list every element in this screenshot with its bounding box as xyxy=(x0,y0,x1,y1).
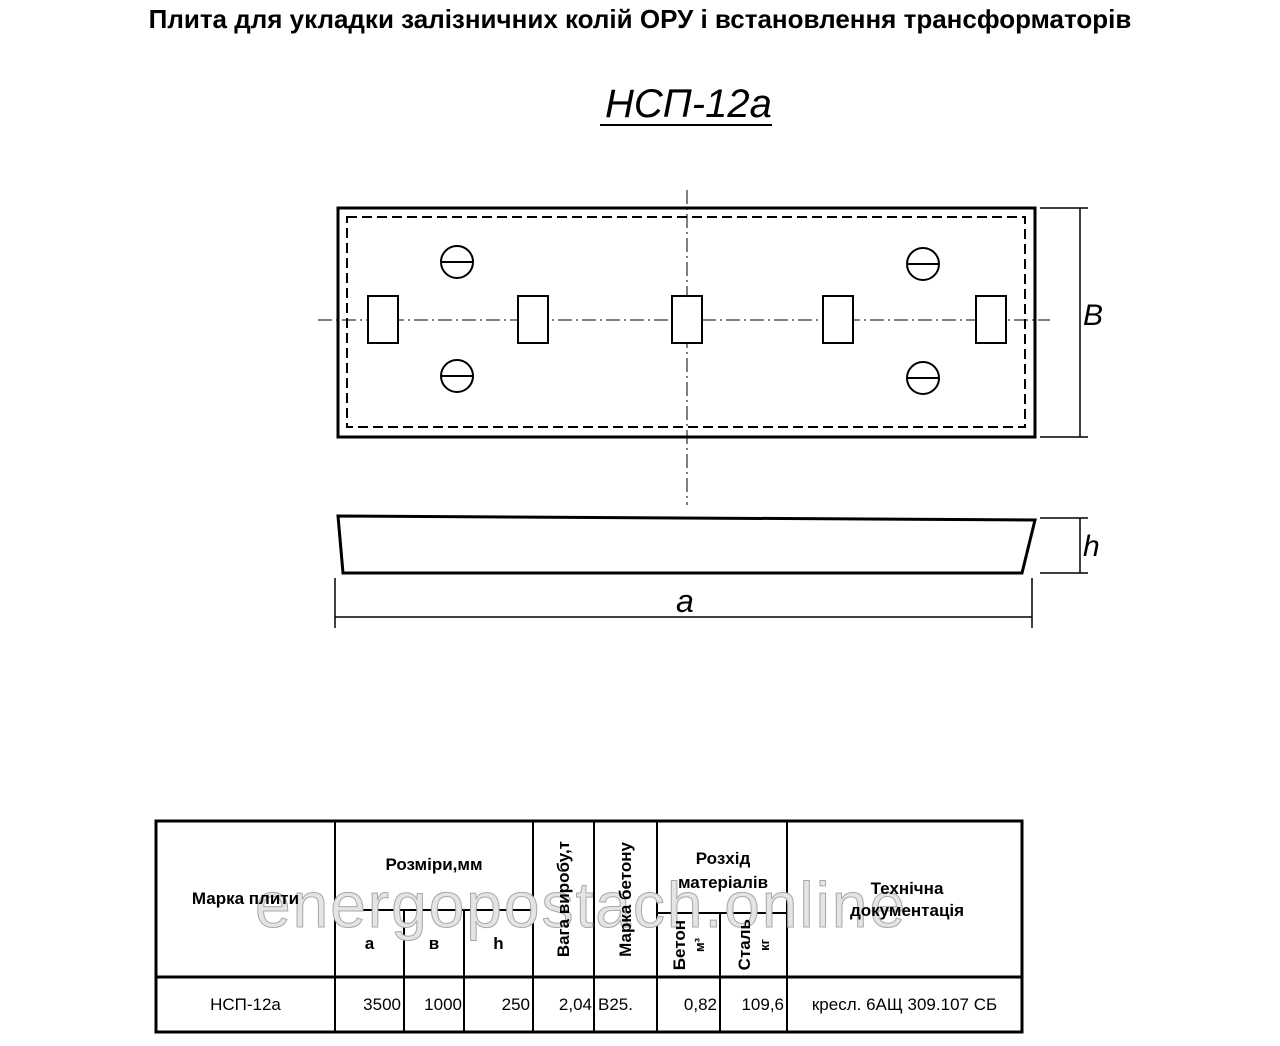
header-a: а xyxy=(364,933,375,953)
header-weight: Вага виробу,т xyxy=(553,840,573,958)
cell-weight: 2,04 xyxy=(558,994,592,1014)
cell-mark: НСП-12а xyxy=(210,994,281,1014)
plate-side-view xyxy=(336,514,1037,575)
header-sizes: Розміри,мм xyxy=(385,855,483,874)
dim-b-label: В xyxy=(1083,299,1103,332)
header-mark: Марка плити xyxy=(191,889,300,908)
cell-steel: 109,6 xyxy=(741,994,784,1014)
header-steel: Сталь xyxy=(735,919,754,971)
dimension-a xyxy=(334,578,1033,628)
drawing-mark: НСП-12а xyxy=(605,82,772,126)
header-concrete-grade: Марка бетону xyxy=(615,841,635,957)
header-steel-unit: кг xyxy=(757,939,772,951)
header-concrete: Бетон xyxy=(670,919,689,971)
cell-h: 250 xyxy=(501,994,530,1014)
cell-grade: В25. xyxy=(598,994,633,1014)
dim-h-label: h xyxy=(1083,530,1100,563)
page-title: Плита для укладки залізничних колій ОРУ … xyxy=(148,4,1132,34)
cell-docs: кресл. 6АЩ 309.107 СБ xyxy=(811,994,998,1014)
header-b: в xyxy=(428,933,440,953)
dimension-h xyxy=(1040,517,1088,574)
slots xyxy=(367,295,1007,344)
header-docs: Технічна документація xyxy=(849,879,965,920)
header-consumption: Розхід матеріалів xyxy=(677,849,769,892)
cell-a: 3500 xyxy=(363,994,401,1014)
dim-a-label: a xyxy=(676,583,694,619)
reinforcement-outline xyxy=(346,216,1026,428)
table-grid xyxy=(154,819,1024,1034)
header-concrete-unit: м³ xyxy=(692,938,707,952)
dimension-b xyxy=(1040,207,1088,438)
header-h: h xyxy=(493,933,504,953)
cell-b: 1000 xyxy=(424,994,462,1014)
lifting-loops xyxy=(440,245,940,395)
cell-concrete: 0,82 xyxy=(683,994,717,1014)
